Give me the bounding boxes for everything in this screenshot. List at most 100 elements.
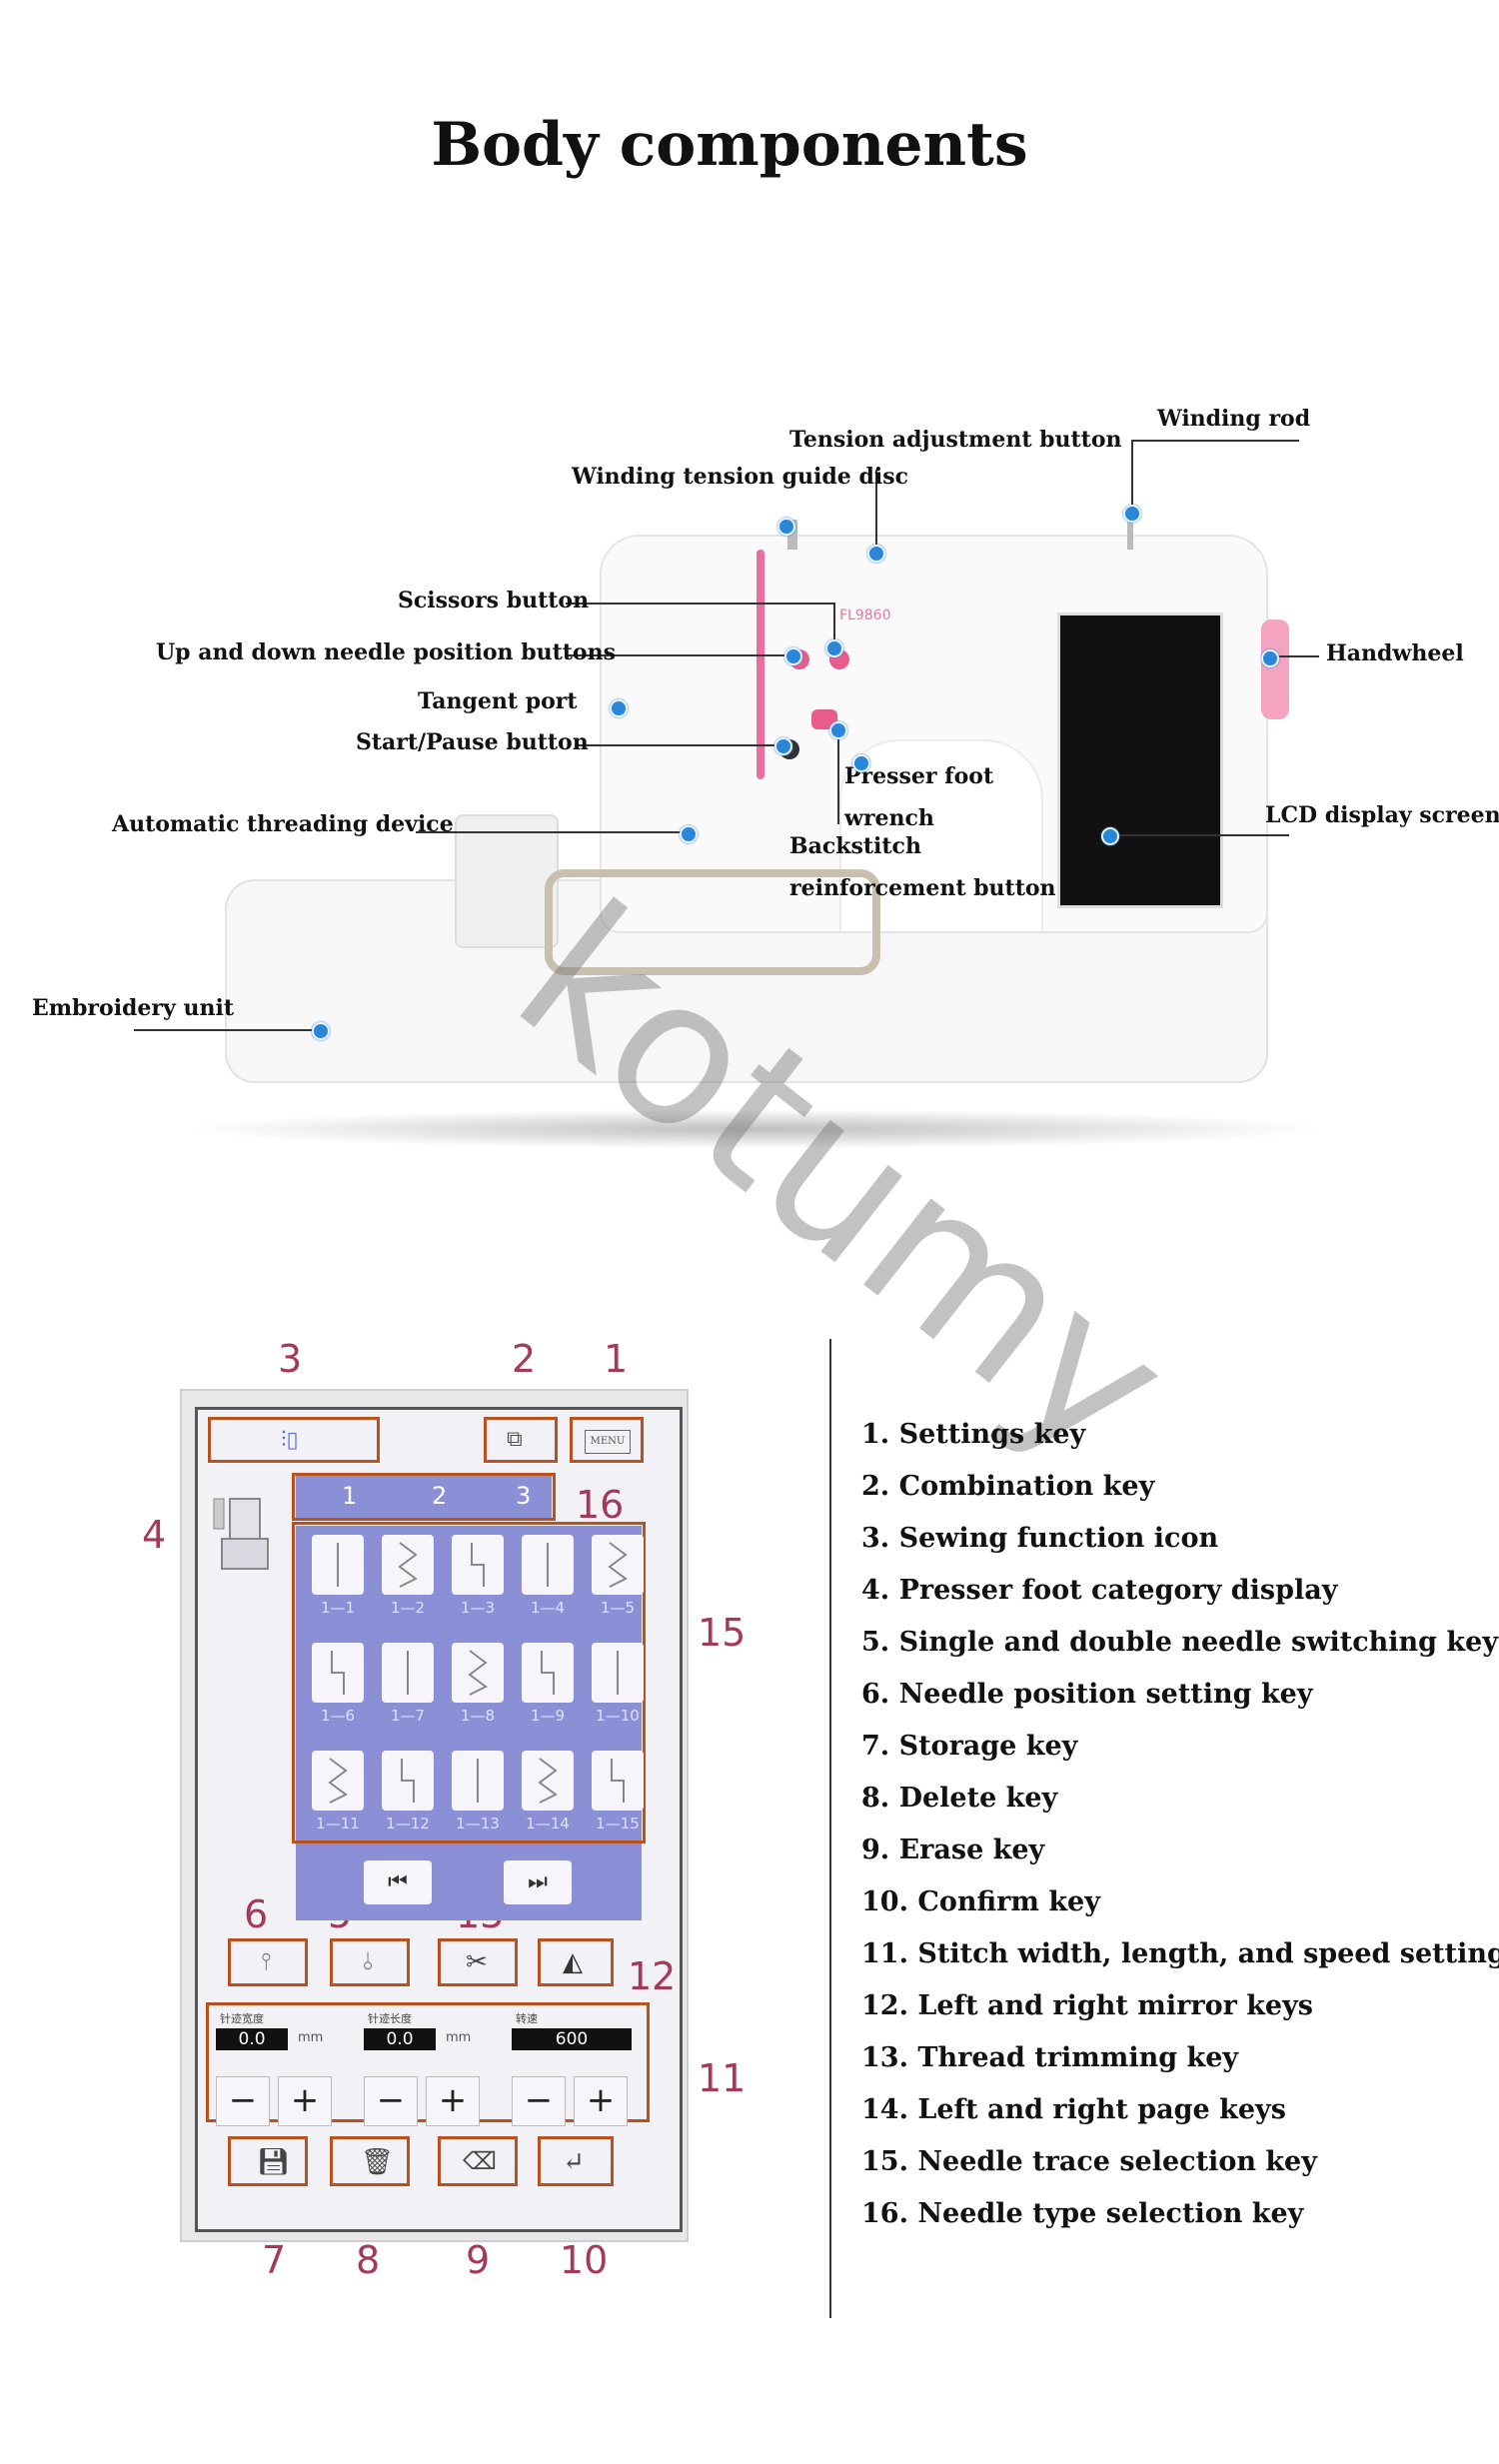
settings-key[interactable]: MENU (570, 1417, 644, 1463)
increase-button[interactable]: + (278, 2076, 332, 2126)
legend-item: 10. Confirm key (861, 1876, 1499, 1928)
menu-icon: MENU (585, 1430, 631, 1454)
label-winding-rod: Winding rod (1157, 406, 1310, 432)
mirror-icon: ◭ (563, 1947, 583, 1977)
legend-item: 8. Delete key (861, 1773, 1499, 1825)
stitch-pattern-label: 1—14 (520, 1815, 576, 1833)
legend-item: 4. Presser foot category display (861, 1565, 1499, 1617)
page-left-key[interactable]: ⏮ (364, 1860, 432, 1904)
legend-item: 2. Combination key (861, 1461, 1499, 1513)
callout-dot (312, 1022, 330, 1040)
tab-1[interactable]: 1 (342, 1482, 357, 1510)
callout-number: 3 (278, 1337, 302, 1381)
decrease-button[interactable]: − (216, 2076, 270, 2126)
setting-unit: mm (446, 2030, 471, 2045)
decrease-button[interactable]: − (364, 2076, 418, 2126)
eraser-icon: ⌫ (463, 2147, 497, 2175)
stitch-pattern-icon (452, 1643, 504, 1703)
stitch-pattern-icon (522, 1643, 574, 1703)
sewing-stitch-icon: ⫶▯ (281, 1428, 299, 1453)
setting-label: 针迹宽度 (220, 2010, 264, 2026)
stitch-pattern-key[interactable] (592, 1751, 644, 1811)
label-embroidery-unit: Embroidery unit (32, 995, 234, 1021)
callout-number: 11 (698, 2056, 746, 2100)
tab-3[interactable]: 3 (516, 1482, 531, 1510)
stitch-pattern-icon (312, 1751, 364, 1811)
save-icon: 💾︎ (257, 2147, 290, 2177)
stitch-pattern-label: 1—7 (380, 1707, 436, 1725)
legend-item: 7. Storage key (861, 1721, 1499, 1773)
stitch-pattern-key[interactable] (382, 1751, 434, 1811)
label-start-pause: Start/Pause button (356, 729, 589, 755)
stitch-pattern-key[interactable] (312, 1535, 364, 1595)
callout-number: 7 (262, 2238, 286, 2282)
stitch-pattern-label: 1—1 (310, 1599, 366, 1617)
stitch-pattern-label: 1—4 (520, 1599, 576, 1617)
increase-button[interactable]: + (426, 2076, 480, 2126)
sewing-function-icon-box[interactable]: ⫶▯ (208, 1417, 380, 1463)
legend-item: 5. Single and double needle switching ke… (861, 1617, 1499, 1669)
enter-icon: ↵ (563, 2147, 585, 2177)
stitch-pattern-icon (592, 1751, 644, 1811)
stitch-pattern-icon (382, 1643, 434, 1703)
presser-foot-icon (212, 1489, 278, 1589)
stitch-pattern-key[interactable] (522, 1751, 574, 1811)
stitch-pattern-key[interactable] (452, 1643, 504, 1703)
setting-value: 0.0 (216, 2028, 288, 2050)
stitch-pattern-label: 1—9 (520, 1707, 576, 1725)
stitch-pattern-key[interactable] (382, 1535, 434, 1595)
stitch-pattern-key[interactable] (452, 1535, 504, 1595)
trash-icon: 🗑︎ (361, 2147, 394, 2177)
needle-icon: ⫯ (261, 1947, 271, 1975)
storage-key[interactable]: 💾︎ (228, 2136, 308, 2186)
stitch-pattern-icon (312, 1535, 364, 1595)
callout-number: 1 (604, 1337, 628, 1381)
label-reinforcement: reinforcement button (789, 875, 1056, 901)
page-title: Body components (0, 110, 1459, 180)
label-lcd: LCD display screen (1265, 802, 1499, 828)
callout-dot (825, 639, 843, 657)
stitch-pattern-icon (452, 1535, 504, 1595)
stitch-pattern-icon (522, 1535, 574, 1595)
label-backstitch: Backstitch (789, 833, 921, 859)
legend-item: 15. Needle trace selection key (861, 2136, 1499, 2188)
scissors-icon: ✂ (466, 1947, 488, 1977)
machine-lcd-screen (1057, 613, 1223, 908)
delete-key[interactable]: 🗑︎ (330, 2136, 410, 2186)
erase-key[interactable]: ⌫ (438, 2136, 518, 2186)
stitch-pattern-label: 1—6 (310, 1707, 366, 1725)
thread-trim-key[interactable]: ✂ (438, 1938, 518, 1986)
callout-number: 10 (560, 2238, 608, 2282)
decrease-button[interactable]: − (512, 2076, 566, 2126)
stitch-pattern-icon (592, 1643, 644, 1703)
callout-dot (680, 825, 698, 843)
stitch-pattern-key[interactable] (452, 1751, 504, 1811)
needle-position-key[interactable]: ⫯ (228, 1938, 308, 1986)
combination-key[interactable]: ⧉ (484, 1417, 558, 1463)
stitch-pattern-label: 1—5 (590, 1599, 646, 1617)
callout-number: 4 (142, 1513, 166, 1557)
stitch-pattern-icon (452, 1751, 504, 1811)
label-scissors: Scissors button (398, 588, 589, 614)
confirm-key[interactable]: ↵ (538, 2136, 614, 2186)
stitch-pattern-key[interactable] (592, 1643, 644, 1703)
callout-number: 16 (576, 1483, 624, 1527)
callout-dot (784, 647, 802, 665)
stitch-pattern-key[interactable] (592, 1535, 644, 1595)
tab-2[interactable]: 2 (432, 1482, 447, 1510)
stitch-pattern-key[interactable] (312, 1751, 364, 1811)
stitch-pattern-label: 1—11 (310, 1815, 366, 1833)
increase-button[interactable]: + (574, 2076, 628, 2126)
stitch-pattern-key[interactable] (312, 1643, 364, 1703)
callout-dot (867, 545, 885, 563)
callout-dot (1261, 649, 1279, 667)
stitch-pattern-key[interactable] (522, 1535, 574, 1595)
stitch-pattern-key[interactable] (382, 1643, 434, 1703)
page-right-key[interactable]: ⏭ (504, 1860, 572, 1904)
stitch-pattern-key[interactable] (522, 1643, 574, 1703)
label-tension-adjustment: Tension adjustment button (789, 427, 1122, 453)
callout-number: 15 (698, 1611, 746, 1655)
setting-unit: mm (298, 2030, 323, 2045)
mirror-key[interactable]: ◭ (538, 1938, 614, 1986)
needle-switch-key[interactable]: ⫰ (330, 1938, 410, 1986)
